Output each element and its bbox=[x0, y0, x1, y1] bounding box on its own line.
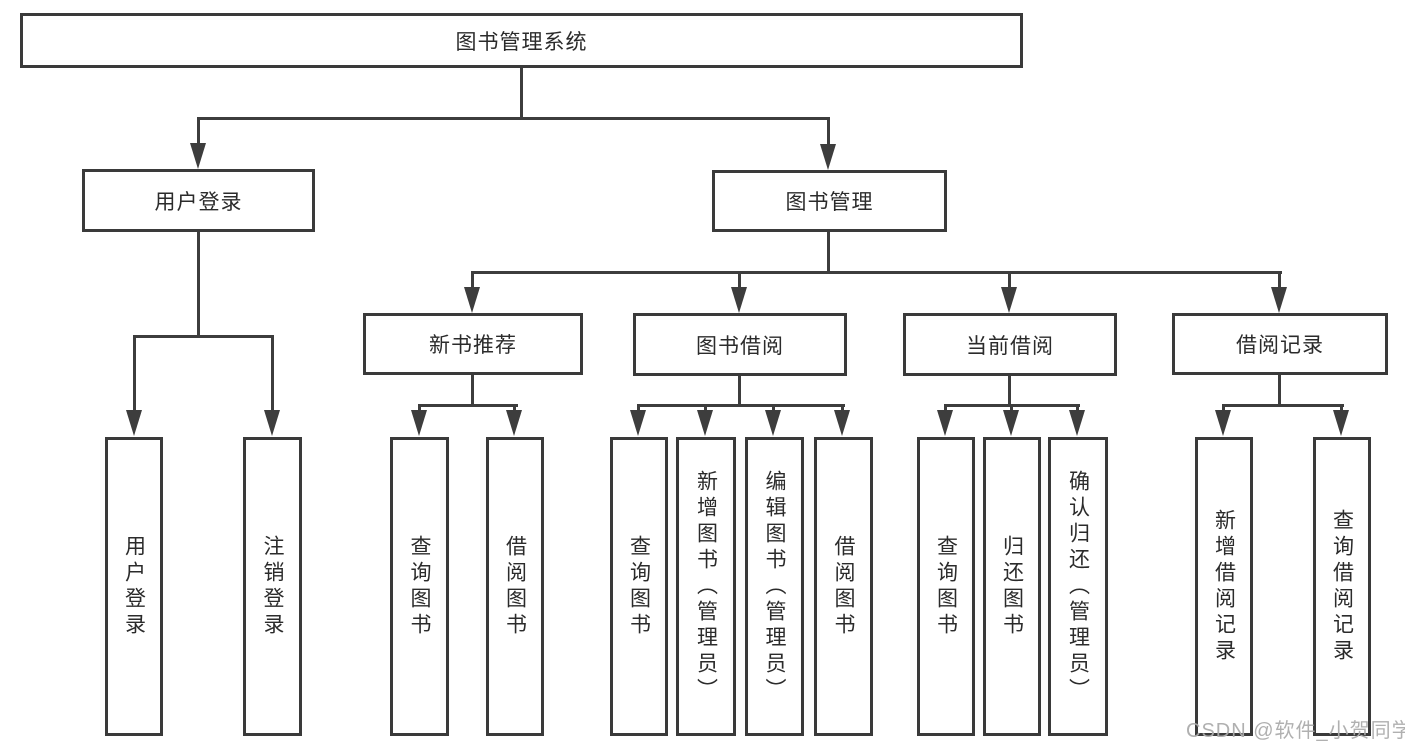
connector-shaft bbox=[1010, 404, 1013, 413]
connector-shaft bbox=[841, 404, 844, 413]
connector-shaft bbox=[471, 271, 474, 289]
node-label: 图书管理系统 bbox=[455, 30, 588, 54]
arrow-down-icon bbox=[1001, 287, 1017, 313]
arrow-down-icon bbox=[697, 410, 713, 436]
node-label: 借阅图书 bbox=[503, 534, 527, 639]
connector-shaft bbox=[944, 404, 947, 413]
leaf-records-query-record: 查询借阅记录 bbox=[1313, 437, 1371, 736]
connector-login-rail bbox=[133, 335, 274, 338]
connector-current-stub bbox=[1008, 376, 1011, 406]
node-label: 图书借阅 bbox=[696, 334, 784, 358]
connector-shaft bbox=[1076, 404, 1079, 413]
node-label: 用户登录 bbox=[122, 534, 146, 639]
leaf-current-confirm-return-admin: 确认归还（管理员） bbox=[1048, 437, 1108, 736]
connector-shaft bbox=[637, 404, 640, 413]
connector-shaft bbox=[772, 404, 775, 413]
connector-borrow-rail bbox=[637, 404, 845, 407]
node-label: 新书推荐 bbox=[429, 334, 517, 357]
node-label: 借阅记录 bbox=[1236, 334, 1324, 357]
node-label: 查询图书 bbox=[627, 534, 651, 639]
connector-shaft bbox=[418, 404, 421, 413]
node-root: 图书管理系统 bbox=[20, 13, 1023, 68]
leaf-borrow-add-books-admin: 新增图书（管理员） bbox=[676, 437, 736, 736]
node-book-mgmt: 图书管理 bbox=[712, 170, 947, 232]
arrow-down-icon bbox=[1333, 410, 1349, 436]
node-label: 图书管理 bbox=[785, 191, 874, 214]
node-new-book-recommend: 新书推荐 bbox=[363, 313, 583, 375]
node-label: 用户登录 bbox=[154, 190, 243, 214]
connector-shaft bbox=[1340, 404, 1343, 413]
node-label: 查询借阅记录 bbox=[1330, 508, 1354, 665]
connector-shaft bbox=[704, 404, 707, 413]
connector-level3-rail bbox=[471, 271, 1282, 274]
watermark: CSDN @软件_小贺同学 bbox=[1186, 720, 1405, 742]
arrow-down-icon bbox=[1069, 410, 1085, 436]
connector-shaft bbox=[1278, 271, 1281, 289]
connector-mgmt-stub bbox=[827, 232, 830, 274]
arrow-down-icon bbox=[1271, 287, 1287, 313]
arrow-down-icon bbox=[630, 410, 646, 436]
connector-shaft bbox=[271, 335, 274, 412]
arrow-down-icon bbox=[1003, 410, 1019, 436]
node-label: 注销登录 bbox=[261, 534, 284, 639]
node-label: 查询图书 bbox=[934, 534, 958, 639]
leaf-borrow-edit-books-admin: 编辑图书（管理员） bbox=[745, 437, 804, 736]
node-user-login: 用户登录 bbox=[82, 169, 315, 232]
arrow-down-icon bbox=[411, 410, 427, 436]
leaf-recommend-query-books: 查询图书 bbox=[390, 437, 449, 736]
node-label: 编辑图书（管理员） bbox=[763, 469, 786, 704]
leaf-current-query-books: 查询图书 bbox=[917, 437, 975, 736]
arrow-down-icon bbox=[937, 410, 953, 436]
arrow-down-icon bbox=[834, 410, 850, 436]
node-label: 新增借阅记录 bbox=[1212, 508, 1236, 665]
node-label: 当前借阅 bbox=[966, 334, 1054, 358]
connector-recommend-rail bbox=[418, 404, 518, 407]
node-borrow-records: 借阅记录 bbox=[1172, 313, 1388, 375]
arrow-down-icon bbox=[1215, 410, 1231, 436]
connector-borrow-stub bbox=[738, 376, 741, 406]
connector-root-stub bbox=[520, 68, 523, 118]
arrow-down-icon bbox=[190, 143, 206, 169]
arrow-down-icon bbox=[264, 410, 280, 436]
node-label: 查询图书 bbox=[408, 534, 431, 639]
leaf-recommend-borrow-books: 借阅图书 bbox=[486, 437, 544, 736]
connector-shaft bbox=[133, 335, 136, 412]
leaf-records-add-record: 新增借阅记录 bbox=[1195, 437, 1253, 736]
arrow-down-icon bbox=[765, 410, 781, 436]
node-label: 借阅图书 bbox=[832, 534, 855, 639]
leaf-current-return-books: 归还图书 bbox=[983, 437, 1041, 736]
connector-login-shaft bbox=[197, 117, 200, 146]
leaf-logout: 注销登录 bbox=[243, 437, 302, 736]
node-label: 新增图书（管理员） bbox=[694, 469, 718, 704]
leaf-borrow-query-books: 查询图书 bbox=[610, 437, 668, 736]
connector-level2-rail bbox=[197, 117, 830, 120]
connector-records-stub bbox=[1278, 375, 1281, 406]
node-book-borrow: 图书借阅 bbox=[633, 313, 847, 376]
connector-login-stub bbox=[197, 232, 200, 338]
arrow-down-icon bbox=[464, 287, 480, 313]
connector-shaft bbox=[738, 271, 741, 289]
arrow-down-icon bbox=[820, 144, 836, 170]
arrow-down-icon bbox=[506, 410, 522, 436]
connector-shaft bbox=[1008, 271, 1011, 289]
connector-shaft bbox=[1222, 404, 1225, 413]
arrow-down-icon bbox=[126, 410, 142, 436]
leaf-borrow-borrow-books: 借阅图书 bbox=[814, 437, 873, 736]
connector-records-rail bbox=[1222, 404, 1344, 407]
connector-recommend-stub bbox=[471, 375, 474, 406]
leaf-user-login: 用户登录 bbox=[105, 437, 163, 736]
connector-mgmt-shaft bbox=[827, 117, 830, 146]
connector-shaft bbox=[513, 404, 516, 413]
node-label: 归还图书 bbox=[1000, 534, 1024, 639]
arrow-down-icon bbox=[731, 287, 747, 313]
node-label: 确认归还（管理员） bbox=[1066, 469, 1090, 704]
node-current-borrow: 当前借阅 bbox=[903, 313, 1117, 376]
